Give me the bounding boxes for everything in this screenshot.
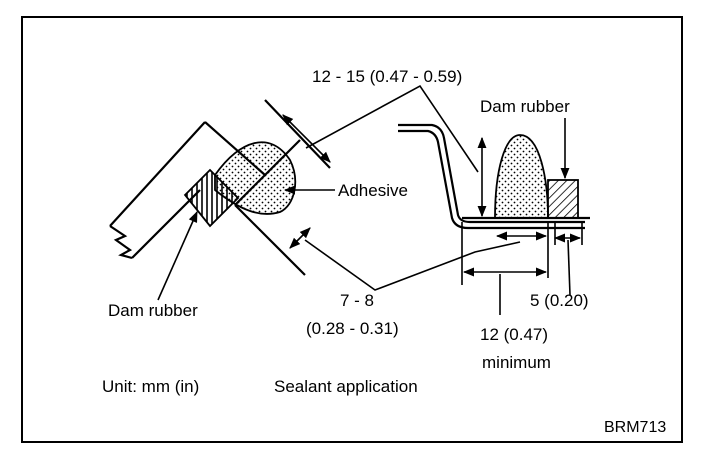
dam-rubber-right-label: Dam rubber [480, 97, 570, 116]
left-section-view [109, 99, 335, 301]
dam-rubber-left-label: Dam rubber [108, 301, 198, 320]
extension-lines [461, 222, 583, 285]
dim-arrow-left-top [282, 114, 331, 163]
dim-top-label: 12 - 15 (0.47 - 0.59) [312, 67, 462, 86]
leader-top-dimension [305, 84, 479, 173]
caption-label: Sealant application [274, 377, 418, 396]
leader-5 [567, 239, 571, 296]
dam-rubber-right-block [547, 179, 579, 219]
leader-mid-dimension [304, 239, 521, 291]
dam-rubber-left-leader [157, 210, 198, 301]
dim-mid-label-line2: (0.28 - 0.31) [306, 319, 399, 338]
unit-label: Unit: mm (in) [102, 377, 199, 396]
dim-arrow-left-bottom [289, 227, 311, 249]
dim-5-label: 5 (0.20) [530, 291, 589, 310]
adhesive-label: Adhesive [338, 181, 408, 200]
break-line [109, 225, 133, 260]
dim-12-label-line2: minimum [482, 353, 551, 372]
dim-mid-label-line1: 7 - 8 [340, 291, 374, 310]
dam-rubber-left-block [183, 168, 240, 228]
figure-code: BRM713 [604, 419, 666, 436]
sealant-bead [494, 134, 549, 219]
dim-12-label-line1: 12 (0.47) [480, 325, 548, 344]
right-section-view [398, 118, 590, 315]
figure-frame [21, 16, 683, 443]
